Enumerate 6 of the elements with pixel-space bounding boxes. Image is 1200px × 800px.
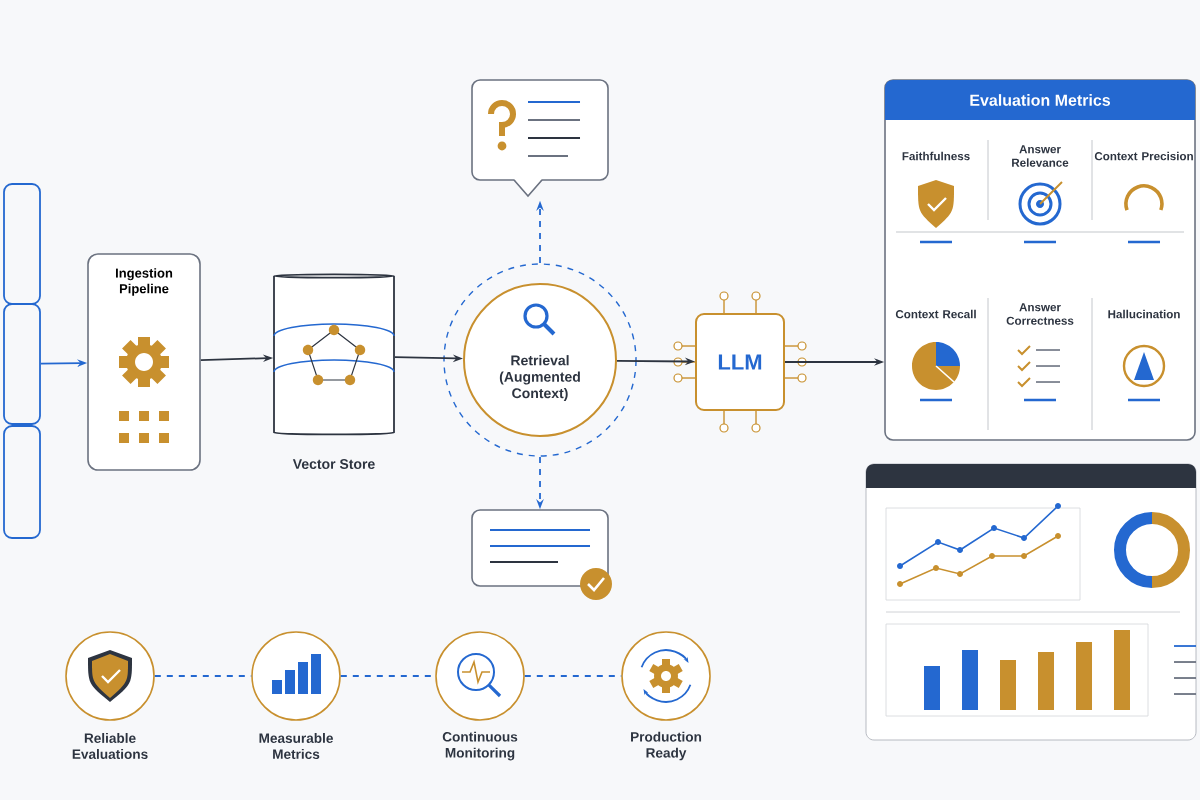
- chip-box: LLM: [673, 291, 807, 433]
- source-box: [3, 183, 41, 305]
- question-bubble: [471, 79, 609, 198]
- document-card: [471, 509, 612, 600]
- source-box: [3, 303, 41, 425]
- source-box: [3, 425, 41, 539]
